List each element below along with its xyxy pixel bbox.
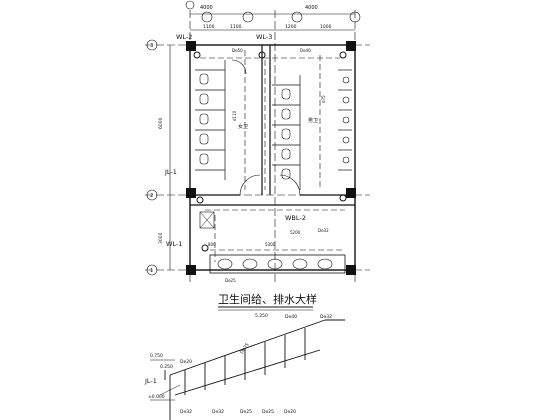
iso-size-de20: De20 bbox=[180, 359, 192, 365]
iso-size-de20-b3: De20 bbox=[284, 409, 296, 415]
grid-number-1: 3 bbox=[150, 43, 153, 49]
length-5200: 5200 bbox=[290, 230, 301, 235]
dim-segment-2: 1100 bbox=[230, 24, 242, 30]
iso-elev-top: 5.250 bbox=[255, 313, 268, 319]
label-jl-1: JL-1 bbox=[164, 168, 177, 176]
grid-number-3: 1 bbox=[150, 268, 153, 274]
floor-plan bbox=[145, 0, 370, 285]
iso-elev-mid: 0.750 bbox=[150, 353, 163, 359]
isometric-labels: JL-1 5.250 0.750 ±0.000 0.250 De40 De32 … bbox=[144, 313, 332, 415]
label-wbl-2: WBL-2 bbox=[285, 214, 306, 222]
iso-size-de32-top: De32 bbox=[320, 314, 332, 320]
iso-size-de32-bottom: De32 bbox=[180, 409, 192, 415]
isometric-diagram bbox=[150, 319, 345, 420]
dim-left-upper: 6000 bbox=[158, 117, 164, 129]
length-800: 800 bbox=[208, 242, 216, 247]
size-d110: d110 bbox=[232, 110, 237, 121]
dim-segment-1: 1100 bbox=[203, 24, 215, 30]
length-5300: 5300 bbox=[265, 242, 276, 247]
dim-left-lower: 3000 bbox=[158, 232, 164, 244]
size-d50: De50 bbox=[232, 48, 243, 53]
dim-top-right: 4000 bbox=[305, 5, 318, 11]
label-wl-1: WL-1 bbox=[166, 240, 182, 248]
iso-size-de25-riser: De25 bbox=[239, 342, 251, 355]
room-men: 男卫 bbox=[308, 118, 318, 124]
drawing-title: 卫生间给、排水大样 bbox=[218, 292, 317, 306]
plan-labels: 4000 4000 1100 1100 1200 1000 6000 3000 … bbox=[150, 5, 332, 283]
iso-label-jl-1: JL-1 bbox=[144, 377, 157, 385]
dim-top-left: 4000 bbox=[200, 5, 213, 11]
grid-number-2: 2 bbox=[150, 193, 153, 199]
iso-size-de25-b1: De25 bbox=[240, 409, 252, 415]
iso-size-de40: De40 bbox=[285, 314, 297, 320]
size-d25-plan: De25 bbox=[225, 278, 236, 283]
room-women: 女卫 bbox=[238, 123, 248, 130]
iso-size-de25-b2: De25 bbox=[262, 409, 274, 415]
dim-segment-3: 1200 bbox=[285, 24, 297, 30]
label-wl-3: WL-3 bbox=[256, 33, 272, 41]
dim-segment-4: 1000 bbox=[320, 24, 332, 30]
label-wl-2: WL-2 bbox=[176, 33, 192, 41]
iso-elev-low: 0.250 bbox=[160, 364, 173, 370]
size-d32-plan: De32 bbox=[318, 228, 329, 233]
size-d75: d75 bbox=[321, 95, 326, 103]
size-d40: De40 bbox=[300, 48, 311, 53]
iso-elev-zero: ±0.000 bbox=[148, 394, 165, 400]
iso-size-de32-b2: De32 bbox=[212, 409, 224, 415]
